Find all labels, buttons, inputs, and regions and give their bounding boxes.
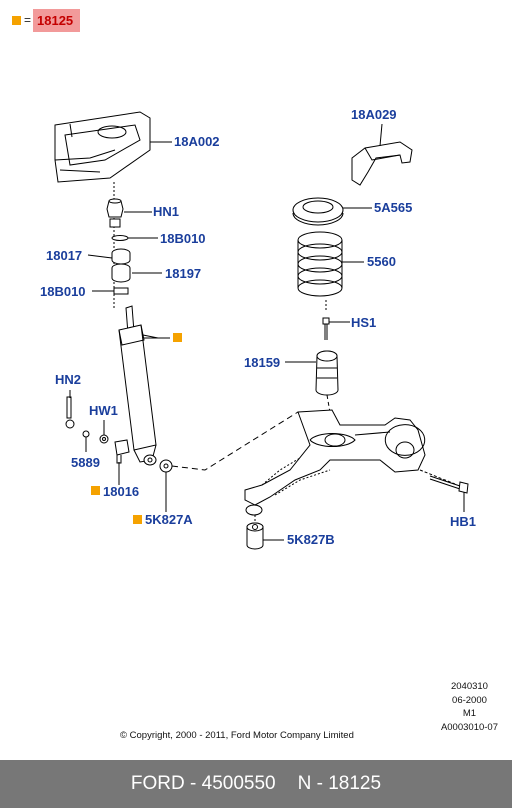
bolt-hb1 <box>429 475 469 494</box>
suspension-diagram <box>54 111 469 550</box>
bolt-hs1 <box>322 317 330 340</box>
label-18017: 18017 <box>46 248 83 263</box>
orange-markers <box>91 333 182 524</box>
lower-control-arm <box>244 409 456 516</box>
footer-part-ref: FORD - 4500550 <box>130 773 276 794</box>
meta-line-1: 2040310 <box>450 681 488 692</box>
coil-spring <box>297 231 343 297</box>
legend-marker-icon <box>12 15 21 25</box>
marker-18016 <box>91 486 100 495</box>
label-18b010-lower: 18B010 <box>40 284 86 299</box>
marker-5k827a <box>133 515 142 524</box>
legend-part-number: 18125 <box>33 8 81 32</box>
marker-shock <box>173 333 182 342</box>
label-5k827a: 5K827A <box>145 512 193 527</box>
footer-bar: FORD - 4500550 N - 18125 <box>0 760 512 808</box>
label-hw1: HW1 <box>89 403 118 418</box>
meta-line-4: A0003010-07 <box>440 721 498 733</box>
label-5k827b: 5K827B <box>287 532 335 547</box>
shock-absorber <box>118 305 159 466</box>
label-hb1: HB1 <box>450 514 477 529</box>
label-18016: 18016 <box>103 484 140 499</box>
legend-equals: = <box>24 13 32 27</box>
label-18a002: 18A002 <box>174 134 220 149</box>
label-5889: 5889 <box>71 455 100 470</box>
lower-fasteners <box>65 396 299 473</box>
label-hn2: HN2 <box>55 372 82 387</box>
label-18197: 18197 <box>165 266 202 281</box>
upper-fastener-stack <box>106 182 131 310</box>
label-hn1: HN1 <box>153 204 180 219</box>
copyright: © Copyright, 2000 - 2011, Ford Motor Com… <box>120 730 354 741</box>
drawing-meta: 2040310 06-2000 M1 A0003010-07 <box>441 680 498 734</box>
spring-seat <box>351 141 413 186</box>
footer-number: N - 18125 <box>297 773 382 794</box>
meta-line-2: 06-2000 <box>452 694 487 706</box>
label-18a029: 18A029 <box>351 107 397 122</box>
legend: = 18125 <box>12 8 81 32</box>
spring-insulator <box>292 197 344 226</box>
label-18159: 18159 <box>244 355 281 370</box>
label-18b010-upper: 18B010 <box>160 231 206 246</box>
upper-mount-bracket <box>54 111 151 183</box>
leader-lines <box>69 123 465 541</box>
label-5a565: 5A565 <box>374 200 413 215</box>
label-hs1: HS1 <box>351 315 377 330</box>
bushing-5k827b <box>246 515 264 550</box>
meta-line-3: M1 <box>462 708 477 719</box>
label-5560: 5560 <box>367 254 396 269</box>
